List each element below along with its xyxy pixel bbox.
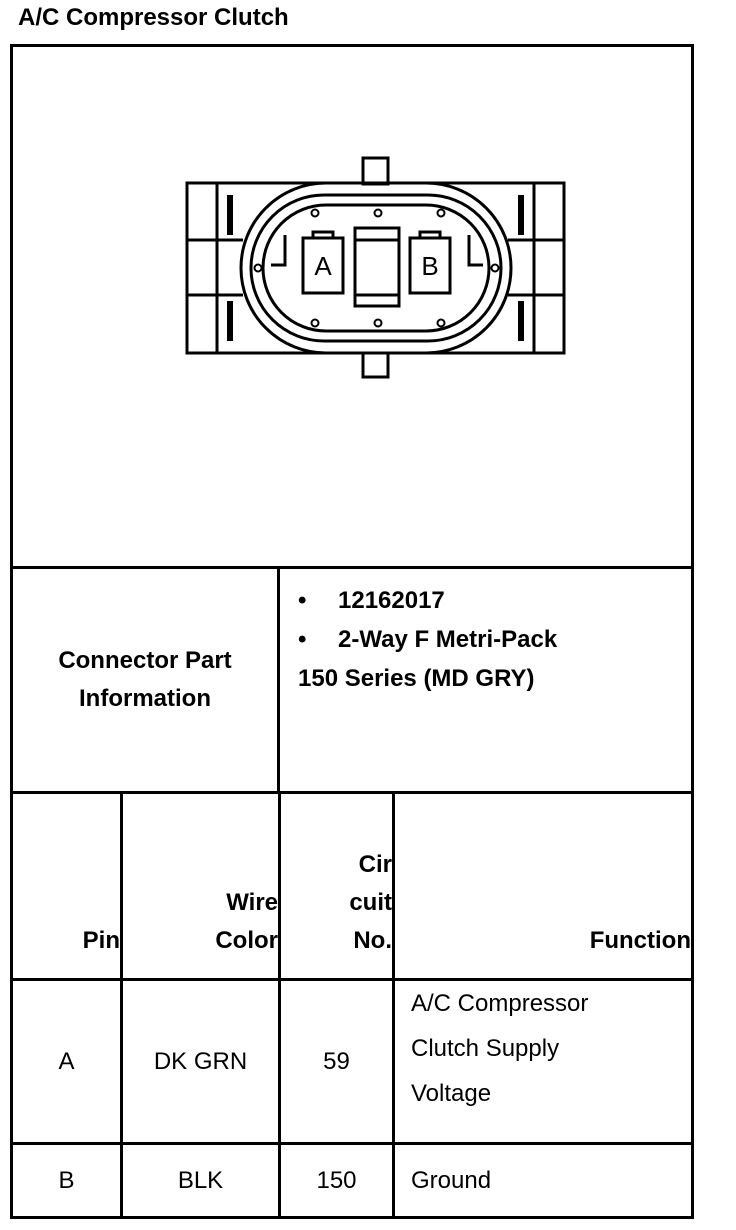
connector-part-info-values: • 12162017 • 2-Way F Metri-Pack 150 Series… [280, 569, 691, 791]
table-row: A DK GRN 59 A/C Compressor Clutch Supply… [13, 981, 691, 1145]
row-a-function-line-1: A/C Compressor [411, 990, 589, 1017]
pin-table-header: Pin Wire Color Cir cuit No. Function [13, 794, 691, 981]
header-wire-color: Wire Color [123, 794, 281, 978]
part-number: 12162017 [338, 587, 445, 614]
row-a-function-line-3: Voltage [411, 1080, 492, 1107]
row-b-pin: B [13, 1145, 123, 1216]
header-circuit-text-1: Cir [358, 851, 392, 878]
connector-part-info-row: Connector Part Information • 12162017 • 2-… [13, 569, 691, 794]
connector-table: A B Connector Part Information • 12162017… [10, 44, 694, 1219]
header-wire-text-1: Wire [226, 889, 278, 916]
row-a-pin: A [13, 981, 123, 1142]
header-circuit-no: Cir cuit No. [281, 794, 395, 978]
connector-face-diagram: A B [185, 156, 566, 379]
header-pin: Pin [13, 794, 123, 978]
row-a-function: A/C Compressor Clutch Supply Voltage [395, 981, 691, 1142]
connector-series: 150 Series (MD GRY) [298, 665, 535, 692]
pin-a-label: A [314, 251, 332, 281]
row-a-wire-color: DK GRN [123, 981, 281, 1142]
header-pin-text: Pin [82, 927, 120, 954]
info-label-line-1: Connector Part [58, 647, 232, 674]
row-a-function-line-2: Clutch Supply [411, 1035, 560, 1062]
connector-type: 2-Way F Metri-Pack [338, 626, 558, 653]
row-a-circuit: 59 [281, 981, 395, 1142]
header-function-text: Function [589, 927, 691, 954]
header-circuit-text-2: cuit [349, 889, 392, 916]
connector-type-line: • 2-Way F Metri-Pack [298, 626, 557, 654]
connector-series-line: 150 Series (MD GRY) [298, 665, 535, 693]
bullet: • [298, 587, 307, 614]
pin-b-label: B [421, 251, 438, 281]
bullet: • [298, 626, 307, 653]
info-label-line-2: Information [79, 685, 211, 712]
part-number-line: • 12162017 [298, 587, 445, 615]
page-title: A/C Compressor Clutch [18, 4, 289, 31]
connector-part-info-label: Connector Part Information [13, 569, 280, 791]
row-b-function: Ground [411, 1167, 492, 1194]
table-row: B BLK 150 Ground [13, 1145, 691, 1219]
header-function: Function [395, 794, 691, 978]
row-b-wire-color: BLK [123, 1145, 281, 1216]
header-wire-text-2: Color [215, 927, 278, 954]
connector-diagram-cell: A B [13, 47, 691, 569]
row-b-circuit: 150 [281, 1145, 395, 1216]
header-circuit-text-3: No. [353, 927, 392, 954]
